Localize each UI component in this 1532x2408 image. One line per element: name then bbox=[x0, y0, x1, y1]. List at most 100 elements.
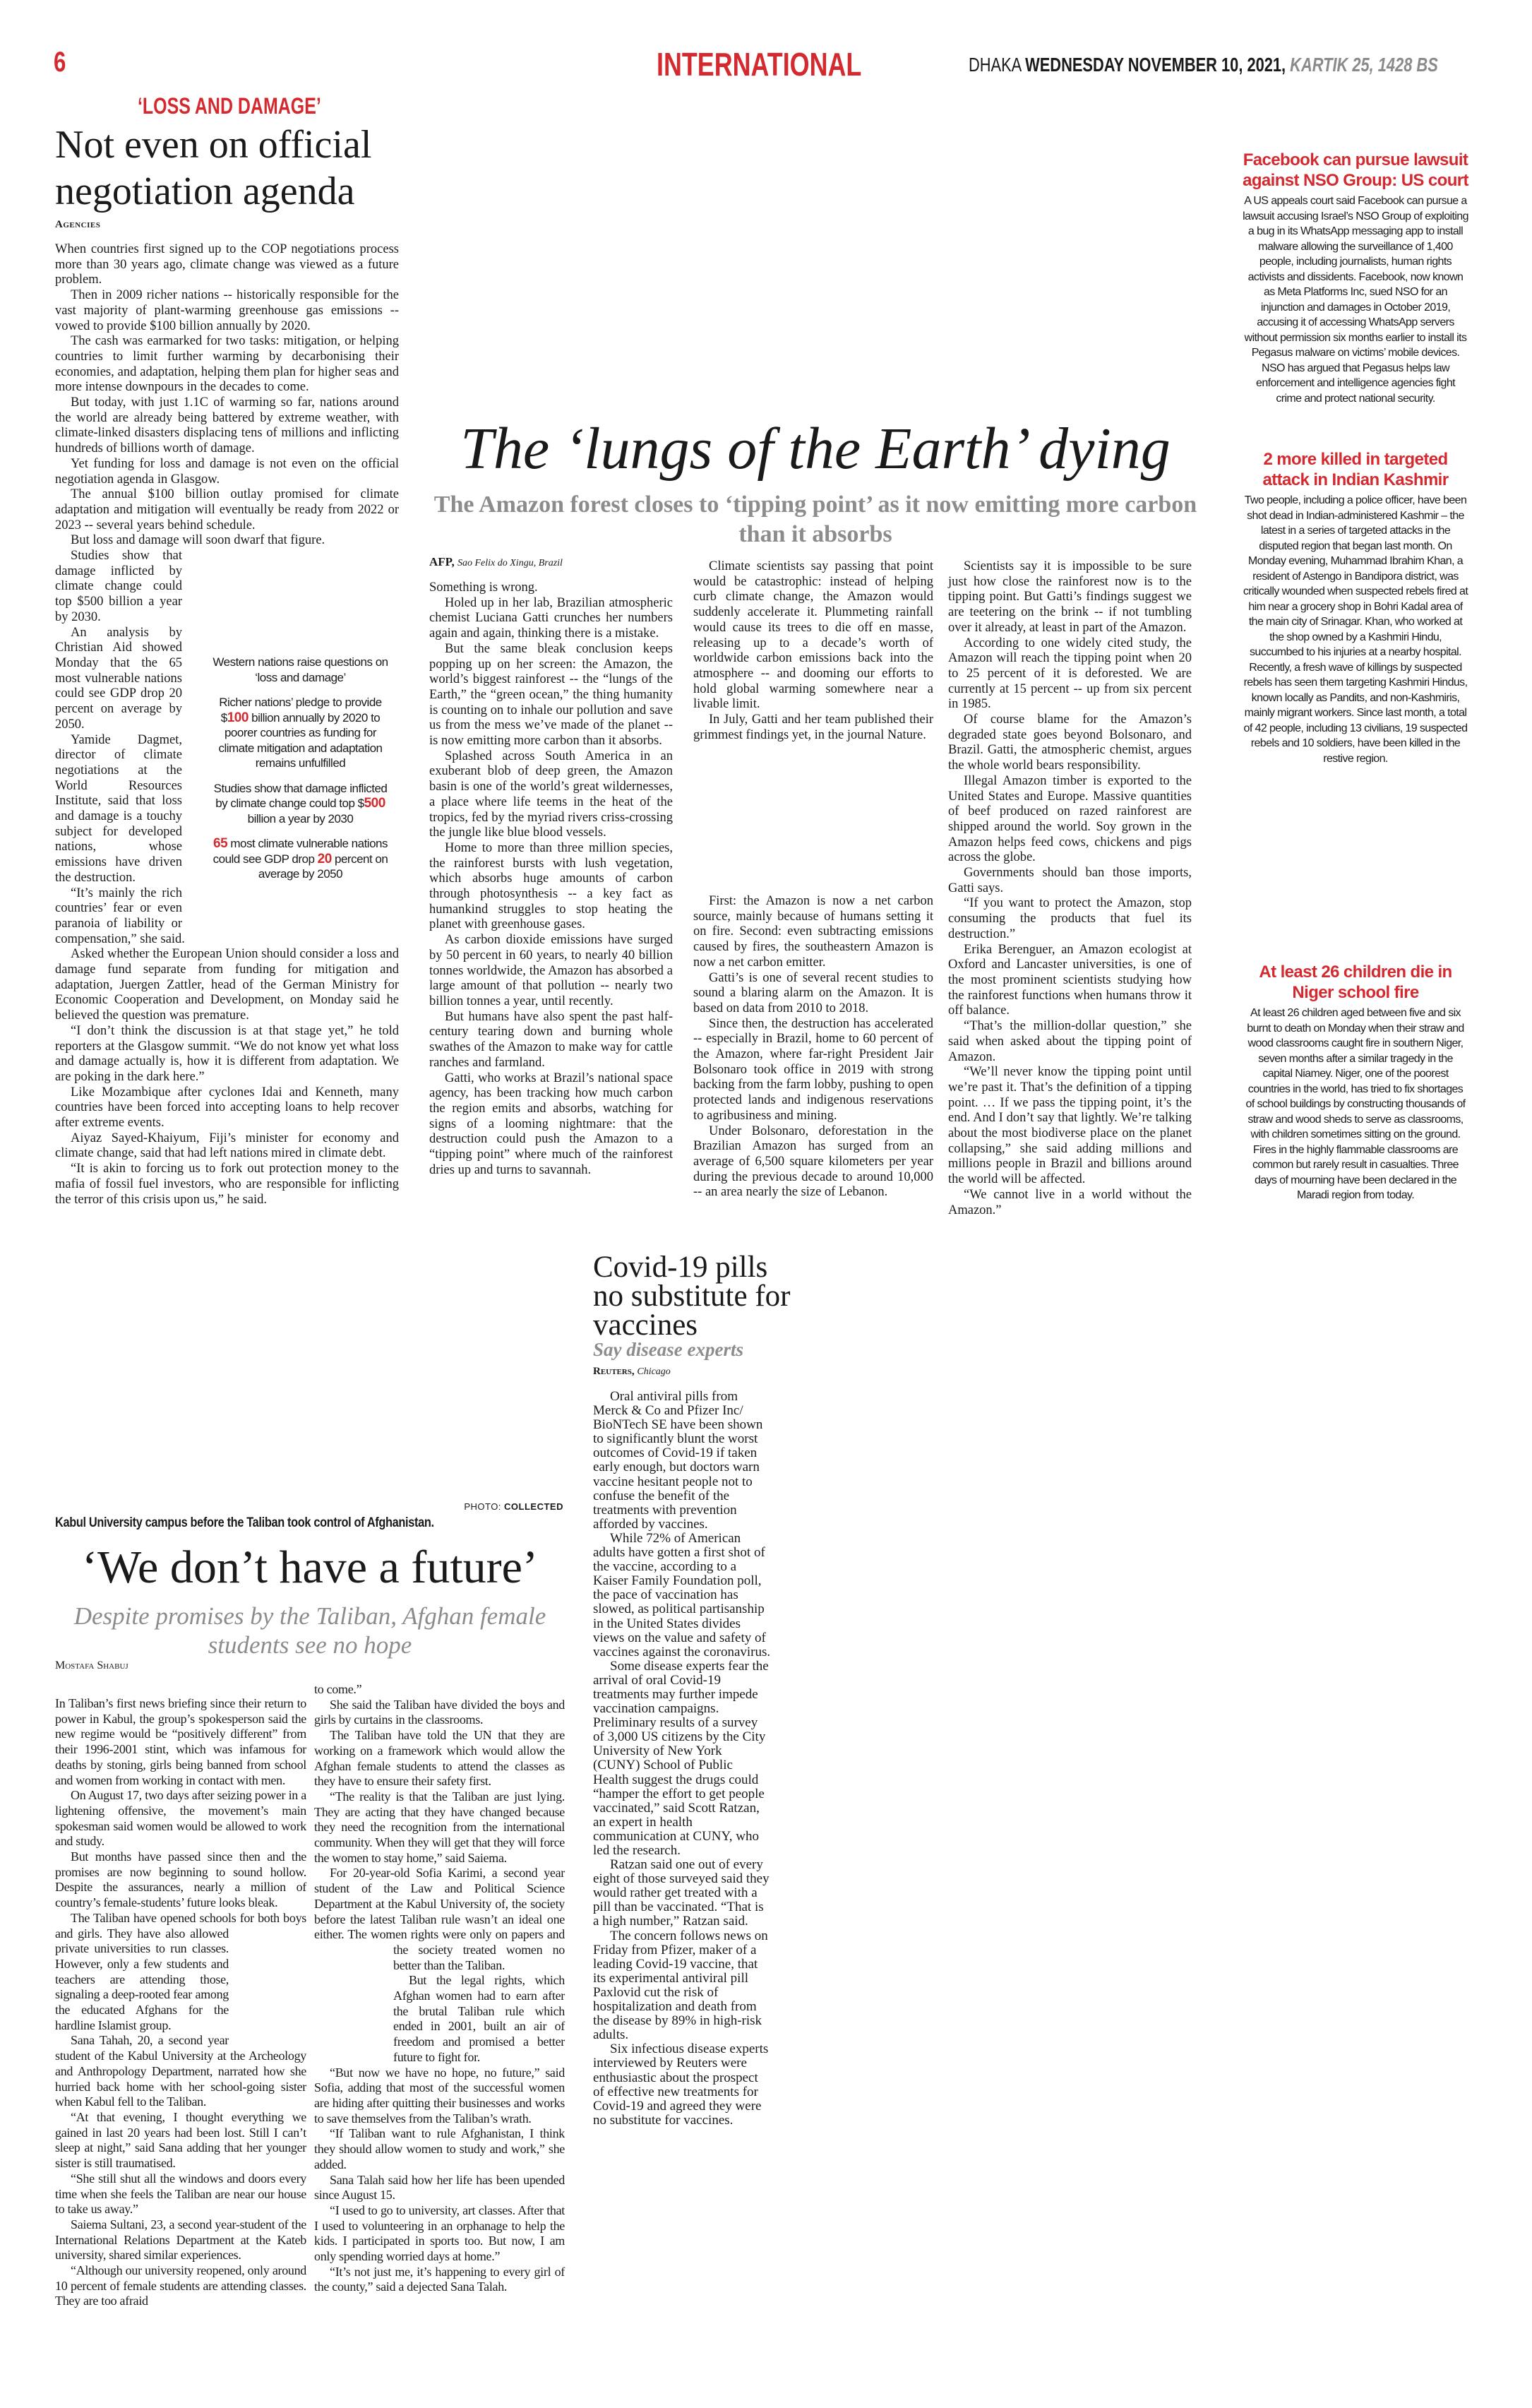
pull-area bbox=[314, 1957, 393, 2065]
dateline: DHAKA WEDNESDAY NOVEMBER 10, 2021, KARTI… bbox=[969, 54, 1532, 76]
paragraph: “She still shut all the windows and door… bbox=[55, 2171, 306, 2217]
article-kicker: ‘LOSS AND DAMAGE’ bbox=[138, 93, 321, 119]
paragraph: Six infectious disease experts interview… bbox=[593, 2042, 769, 2128]
paragraph: Gatti’s is one of several recent studies… bbox=[693, 970, 933, 1015]
article-byline: AFP, Sao Felix do Xingu, Brazil bbox=[429, 555, 563, 569]
paragraph: Studies show that damage inflicted by cl… bbox=[55, 549, 182, 624]
article-headline: Covid-19 pills no substitute for vaccine… bbox=[593, 1251, 791, 1342]
paragraph: to come.” bbox=[314, 1682, 362, 1696]
paragraph: “It is akin to forcing us to fork out pr… bbox=[55, 1162, 399, 1207]
info-box-item: Richer nations’ pledge to provide $100 b… bbox=[218, 696, 383, 770]
paragraph: She said the Taliban have divided the bo… bbox=[314, 1697, 565, 1727]
news-brief: Facebook can pursue lawsuit against NSO … bbox=[1243, 150, 1468, 406]
article-byline: Agencies bbox=[55, 219, 101, 230]
paragraph: Splashed across South America in an exub… bbox=[429, 749, 673, 840]
paragraph: On August 17, two days after seizing pow… bbox=[55, 1788, 306, 1849]
photo-caption: Kabul University campus before the Talib… bbox=[55, 1515, 434, 1530]
article-column: Climate scientists say passing that poin… bbox=[693, 559, 933, 743]
paragraph: Something is wrong. bbox=[429, 580, 538, 595]
paragraph: The Taliban have told the UN that they a… bbox=[314, 1728, 565, 1789]
info-box-item: 65 most climate vulnerable nations could… bbox=[213, 836, 388, 881]
paragraph: The annual $100 billion outlay promised … bbox=[55, 487, 399, 532]
article-body: When countries first signed up to the CO… bbox=[55, 242, 399, 1208]
paragraph: Yamide Dagmet, director of climate negot… bbox=[55, 732, 182, 885]
paragraph: “That’s the million-dollar question,” sh… bbox=[948, 1019, 1192, 1064]
paragraph: Erika Berenguer, an Amazon ecologist at … bbox=[948, 942, 1192, 1018]
brief-headline: At least 26 children die in Niger school… bbox=[1259, 962, 1452, 1002]
bangla-date: KARTIK 25, 1428 BS bbox=[1290, 54, 1438, 76]
paragraph: Oral antiviral pills from Merck & Co and… bbox=[593, 1389, 763, 1532]
article-column: Scientists say it is impossible to be su… bbox=[948, 559, 1192, 1218]
article-subhead: The Amazon forest closes to ‘tipping poi… bbox=[433, 491, 1197, 547]
paragraph: “I don’t think the discussion is at that… bbox=[55, 1023, 399, 1084]
article-byline: Reuters, Chicago bbox=[593, 1366, 671, 1378]
paragraph: In July, Gatti and her team published th… bbox=[693, 713, 933, 742]
article-headline: Not even on official negotiation agenda bbox=[55, 123, 372, 213]
pull-area bbox=[229, 1941, 306, 2049]
paragraph: Aiyaz Sayed-Khaiyum, Fiji’s minister for… bbox=[55, 1131, 399, 1161]
paragraph: “It’s mainly the rich countries’ fear or… bbox=[55, 886, 185, 946]
paragraph: “Although our university reopened, only … bbox=[55, 2263, 306, 2308]
paragraph: An analysis by Christian Aid showed Mond… bbox=[55, 625, 182, 732]
paragraph: Sana Talah said how her life has been up… bbox=[314, 2172, 565, 2203]
date: WEDNESDAY NOVEMBER 10, 2021, bbox=[1025, 54, 1286, 76]
paragraph: When countries first signed up to the CO… bbox=[55, 242, 399, 287]
paragraph: Scientists say it is impossible to be su… bbox=[948, 559, 1192, 635]
paragraph: According to one widely cited study, the… bbox=[948, 636, 1192, 712]
paragraph: “We’ll never know the tipping point unti… bbox=[948, 1065, 1192, 1187]
paragraph: “We cannot live in a world without the A… bbox=[948, 1187, 1192, 1217]
paragraph: In Taliban’s first news briefing since t… bbox=[55, 1696, 306, 1787]
brief-headline: Facebook can pursue lawsuit against NSO … bbox=[1243, 150, 1468, 190]
paragraph: Holed up in her lab, Brazilian atmospher… bbox=[429, 595, 673, 641]
paragraph: But months have passed since then and th… bbox=[55, 1849, 306, 1910]
info-box: Western nations raise questions on ‘loss… bbox=[182, 549, 399, 926]
brief-headline: 2 more killed in targeted attack in Indi… bbox=[1262, 450, 1449, 489]
paragraph: Ratzan said one out of every eight of th… bbox=[593, 1857, 770, 1929]
article-body: Oral antiviral pills from Merck & Co and… bbox=[593, 1389, 771, 2128]
city: DHAKA bbox=[969, 54, 1022, 76]
article-byline: Mostafa Shabuj bbox=[55, 1659, 128, 1671]
paragraph: “The reality is that the Taliban are jus… bbox=[314, 1789, 565, 1865]
paragraph: “But now we have no hope, no future,” sa… bbox=[314, 2065, 565, 2126]
info-box-item: Studies show that damage inflicted by cl… bbox=[213, 781, 388, 825]
paragraph: “At that evening, I thought everything w… bbox=[55, 2109, 306, 2171]
agency: AFP, bbox=[429, 555, 455, 568]
paragraph: Saiema Sultani, 23, a second year-studen… bbox=[55, 2217, 306, 2263]
article-subhead: Despite promises by the Taliban, Afghan … bbox=[73, 1602, 546, 1659]
dateline-place: Chicago bbox=[637, 1366, 671, 1377]
paragraph: “If you want to protect the Amazon, stop… bbox=[948, 896, 1192, 941]
photo-credit: PHOTO: COLLECTED bbox=[464, 1501, 563, 1512]
paragraph: Governments should ban those imports, Ga… bbox=[948, 866, 1192, 895]
page-number: 6 bbox=[54, 47, 66, 78]
article-headline: The ‘lungs of the Earth’ dying bbox=[460, 416, 1171, 482]
paragraph: While 72% of American adults have gotten… bbox=[593, 1530, 771, 1659]
paragraph: Under Bolsonaro, deforestation in the Br… bbox=[693, 1123, 933, 1200]
paragraph: But today, with just 1.1C of warming so … bbox=[55, 395, 399, 456]
paragraph: Then in 2009 richer nations -- historica… bbox=[55, 288, 399, 333]
paragraph: Home to more than three million species,… bbox=[429, 840, 673, 932]
paragraph: The concern follows news on Friday from … bbox=[593, 1928, 768, 2043]
paragraph: Asked whether the European Union should … bbox=[55, 947, 399, 1023]
paragraph: But humans have also spent the past half… bbox=[429, 1009, 673, 1070]
paragraph: Illegal Amazon timber is exported to the… bbox=[948, 773, 1192, 865]
paragraph: The Taliban have opened schools for both… bbox=[55, 1910, 306, 2032]
section-title: INTERNATIONAL bbox=[657, 46, 862, 83]
paragraph: First: the Amazon is now a net carbon so… bbox=[693, 894, 933, 970]
article-column: In Taliban’s first news briefing since t… bbox=[55, 1696, 306, 2309]
brief-text: Two people, including a police officer, … bbox=[1243, 494, 1468, 765]
article-column: Something is wrong.Holed up in her lab, … bbox=[429, 580, 673, 1178]
paragraph: Sana Tahah, 20, a second year student of… bbox=[55, 2033, 306, 2109]
paragraph: “If Taliban want to rule Afghanistan, I … bbox=[314, 2126, 565, 2171]
news-brief: 2 more killed in targeted attack in Indi… bbox=[1243, 449, 1468, 766]
paragraph: Yet funding for loss and damage is not e… bbox=[55, 456, 399, 487]
news-brief: At least 26 children die in Niger school… bbox=[1243, 962, 1468, 1203]
article-column: First: the Amazon is now a net carbon so… bbox=[693, 894, 933, 1200]
paragraph: Some disease experts fear the arrival of… bbox=[593, 1658, 769, 1858]
paragraph: But loss and damage will soon dwarf that… bbox=[71, 533, 325, 548]
paragraph: Gatti, who works at Brazil’s national sp… bbox=[429, 1071, 673, 1177]
paragraph: Since then, the destruction has accelera… bbox=[693, 1016, 933, 1123]
paragraph: “I used to go to university, art classes… bbox=[314, 2203, 565, 2264]
dateline-place: Sao Felix do Xingu, Brazil bbox=[457, 558, 563, 568]
agency: Reuters, bbox=[593, 1366, 635, 1377]
paragraph: But the same bleak conclusion keeps popp… bbox=[429, 641, 673, 749]
